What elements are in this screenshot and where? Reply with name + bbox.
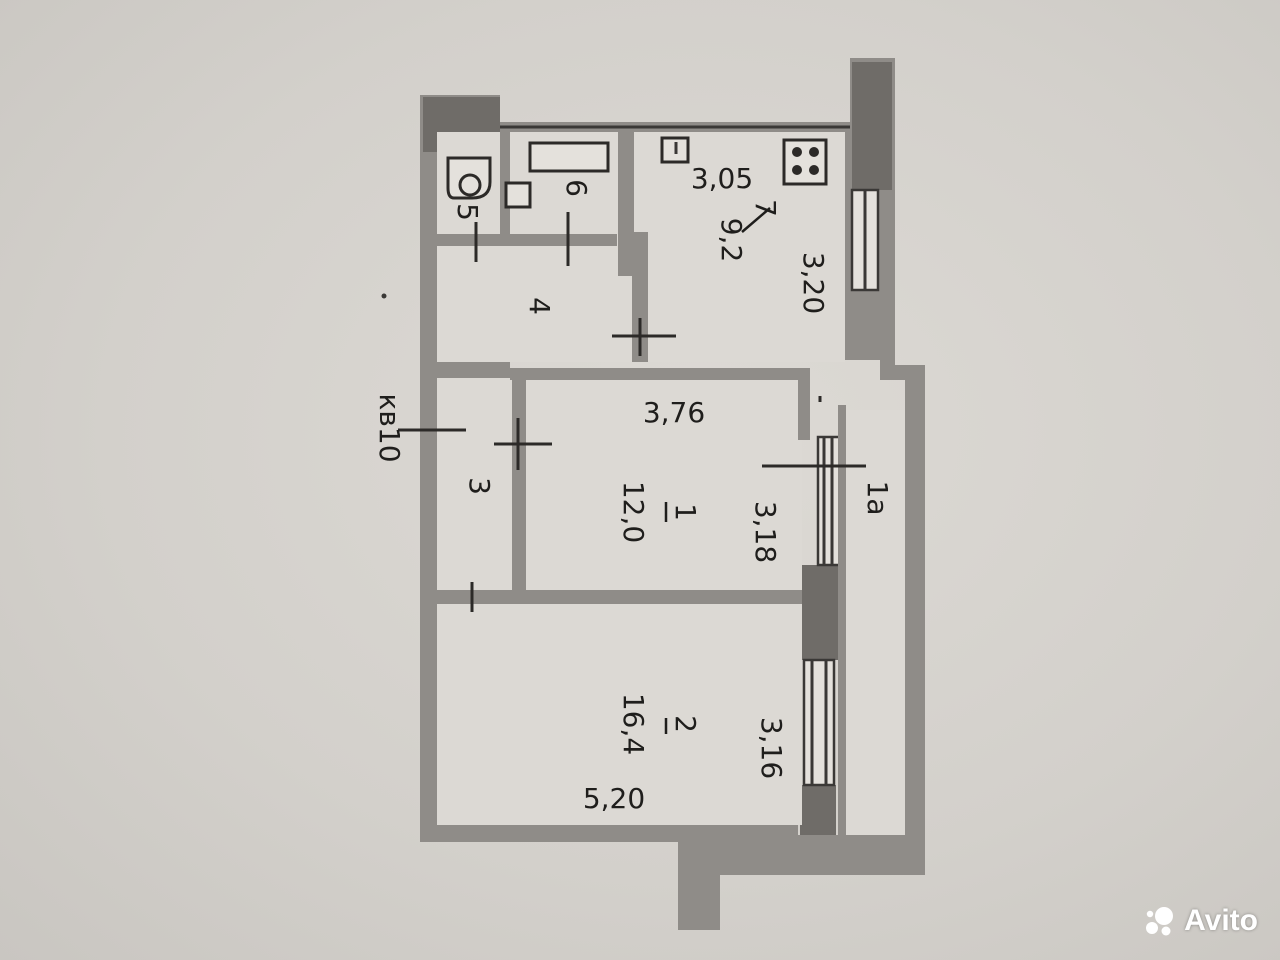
apartment-label: кв10	[373, 393, 406, 462]
room-1-number: 1	[669, 503, 702, 521]
pier-wall	[800, 785, 836, 835]
room-1-area: 12,0	[617, 481, 650, 543]
washbasin-icon	[504, 181, 532, 209]
room-7-dimension-1: 3,05	[691, 162, 753, 195]
floor-balcony	[840, 410, 905, 835]
window-icon	[816, 435, 842, 567]
window-icon	[816, 435, 842, 567]
room-2-area: 16,4	[617, 693, 650, 755]
room-1-dimension-2: 3,18	[749, 501, 782, 563]
fraction-line	[741, 207, 771, 233]
corner-wall	[852, 62, 892, 190]
room-5-number: 5	[451, 203, 484, 221]
room-1a-number: 1а	[861, 481, 894, 516]
washbasin-icon	[504, 181, 532, 209]
toilet-icon	[446, 156, 492, 200]
pier-wall	[802, 565, 840, 660]
room-2-number: 2	[669, 715, 702, 733]
labels: кв10 3,05 7 9,2 3,20 6 5 4 3 3,76 1 12,0…	[373, 162, 894, 815]
interior-wall	[510, 368, 810, 380]
interior-wall	[437, 234, 617, 246]
room-6-number: 6	[560, 179, 593, 197]
room-7-area: 9,2	[715, 218, 748, 263]
interior-wall	[420, 362, 510, 378]
stove-icon	[782, 138, 828, 186]
window-icon	[850, 188, 880, 292]
interior-wall	[838, 405, 846, 835]
outer-walls	[420, 58, 925, 930]
avito-logo-icon	[1146, 907, 1174, 936]
room-2-dimension-1: 5,20	[583, 782, 645, 815]
bathtub-icon	[528, 141, 610, 173]
watermark-text: Avito	[1184, 904, 1258, 937]
window-icon	[802, 658, 836, 787]
bathtub-icon	[528, 141, 610, 173]
interior-wall	[512, 380, 526, 590]
avito-watermark: Avito	[1142, 904, 1258, 938]
room-3-number: 3	[463, 477, 496, 495]
window-icon	[802, 658, 836, 787]
interior-wall	[437, 590, 802, 604]
scan-speck	[381, 293, 387, 299]
stove-icon	[782, 138, 828, 186]
room-1-dimension-1: 3,76	[643, 396, 705, 429]
sink-icon	[660, 136, 690, 164]
room-7-number: 7	[749, 199, 782, 217]
room-7-dimension-2: 3,20	[797, 252, 830, 314]
room-4-number: 4	[523, 297, 556, 315]
interior-wall	[618, 132, 648, 362]
interior-wall	[798, 380, 810, 440]
door-marks	[398, 212, 866, 612]
room-2-dimension-2: 3,16	[755, 717, 788, 779]
